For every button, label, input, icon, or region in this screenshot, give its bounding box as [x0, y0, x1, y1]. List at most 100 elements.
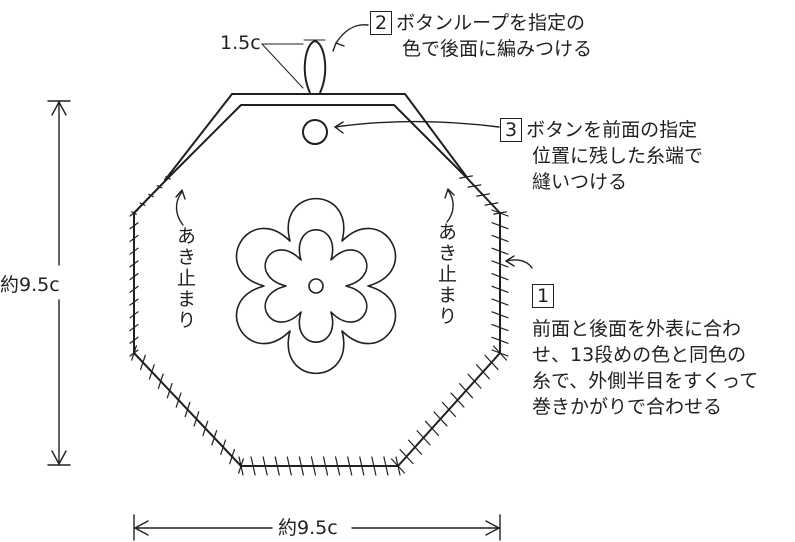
stitch-tick: [229, 448, 236, 465]
stitch-tick: [238, 456, 244, 476]
stitch-tick: [493, 211, 507, 215]
step-1-number-wrap: 1: [532, 283, 558, 309]
stitch-tick: [129, 311, 139, 319]
stitch-tick: [467, 184, 482, 188]
step-3-line-3: 縫いつける: [532, 171, 628, 193]
stitch-tick: [416, 430, 431, 446]
stitch-tick: [347, 456, 353, 476]
step-2-line-2: 色で後面に編みつける: [402, 38, 593, 60]
stitch-tick: [129, 222, 139, 230]
stitch-tick: [129, 247, 139, 255]
button: [302, 119, 328, 145]
step-1-number: 1: [532, 284, 555, 308]
stitch-tick: [129, 234, 139, 243]
flower-center: [308, 278, 324, 294]
stitch-tick: [202, 420, 209, 437]
stitch-tick: [491, 336, 509, 344]
stitch-tick: [129, 209, 139, 217]
stitch-tick: [359, 456, 365, 476]
stitch-tick: [148, 193, 154, 198]
stitch-tick: [286, 456, 292, 476]
step-1-line-3: 糸で、外側半目をすくって: [532, 370, 759, 392]
height-label: 約9.5c: [0, 274, 60, 296]
stitch-tick: [262, 456, 268, 476]
stitch-tick: [458, 383, 474, 399]
stitch-tick: [491, 222, 509, 230]
stitch-tick: [399, 448, 414, 465]
stitch-tick: [491, 298, 509, 306]
step-1-note: 前面と後面を外表に合わ せ、13段めの色と同色の 糸で、外側半目をすくって 巻き…: [532, 316, 758, 420]
step-1-line-1: 前面と後面を外表に合わ: [532, 318, 742, 340]
stitch-tick: [441, 401, 457, 418]
stitch-tick: [298, 456, 304, 476]
stitch-tick: [467, 373, 482, 389]
stitch-tick: [450, 392, 465, 408]
stitch-tick: [139, 202, 146, 207]
stitch-tick: [175, 392, 182, 408]
stitch-tick: [165, 176, 171, 180]
stitch-tick: [193, 411, 200, 427]
stitch-tick: [476, 193, 490, 197]
stitch-tick: [335, 456, 341, 476]
stitch-tick: [491, 349, 509, 357]
stitch-tick: [184, 401, 191, 418]
stitch-tick: [322, 456, 329, 476]
stitch-tick: [310, 456, 317, 476]
step-2-line-1: ボタンループを指定の: [396, 12, 585, 34]
stitch-tick: [407, 439, 423, 455]
stitch-tick: [491, 311, 509, 319]
stitch-tick: [129, 273, 139, 281]
stitch-tick: [491, 323, 509, 332]
width-label: 約9.5c: [278, 517, 338, 539]
stitch-tick: [129, 260, 139, 268]
height-dimension: [47, 100, 71, 466]
stitch-tick: [274, 456, 280, 476]
opening-stop-right: あき止まり: [435, 222, 457, 327]
stitch-tick: [433, 411, 448, 427]
stitch-tick: [129, 336, 139, 344]
stitch-tick: [148, 364, 155, 380]
inner-petal-ring: [264, 229, 368, 343]
stitch-tick: [475, 364, 491, 380]
stitch-tick: [129, 323, 139, 332]
loop-size-label: 1.5c: [220, 32, 261, 54]
stitch-tick: [491, 247, 509, 255]
stitch-tick: [131, 345, 137, 361]
stitch-tick: [390, 458, 406, 474]
stitch-tick: [491, 234, 509, 243]
stitch-tick: [156, 184, 163, 189]
stitch-tick: [166, 382, 173, 399]
stitch-tick: [129, 298, 139, 306]
step-1-line-4: 巻きかがりで合わせる: [532, 396, 723, 418]
back-piece-outline: [164, 93, 467, 181]
stitch-tick: [424, 420, 440, 436]
stitch-tick: [484, 202, 499, 206]
whipstitch-marks: [129, 175, 509, 476]
step-2-number: 2: [370, 11, 393, 35]
stitch-tick: [157, 373, 164, 389]
stitch-tick: [383, 456, 389, 476]
stitch-tick: [459, 175, 473, 179]
stitch-tick: [371, 456, 377, 476]
step-3-line-1: ボタンを前面の指定: [526, 119, 698, 141]
loop-dimension-lines: [261, 39, 326, 89]
step-1-line-2: せ、13段めの色と同色の: [532, 344, 747, 366]
stitch-tick: [211, 430, 218, 446]
stitch-tick: [484, 354, 499, 371]
step-3-line-2: 位置に残した糸端で: [532, 145, 704, 167]
width-dimension: [133, 514, 501, 541]
stitch-tick: [491, 273, 509, 281]
stitch-tick: [250, 456, 256, 476]
stitch-tick: [491, 285, 509, 293]
stitch-tick: [139, 354, 146, 371]
stitch-tick: [491, 260, 509, 268]
stitch-tick: [129, 285, 139, 293]
stitch-tick: [220, 439, 227, 455]
step-3-number: 3: [500, 118, 523, 142]
flower-motif: [235, 198, 397, 374]
outer-petal-ring: [235, 198, 397, 374]
